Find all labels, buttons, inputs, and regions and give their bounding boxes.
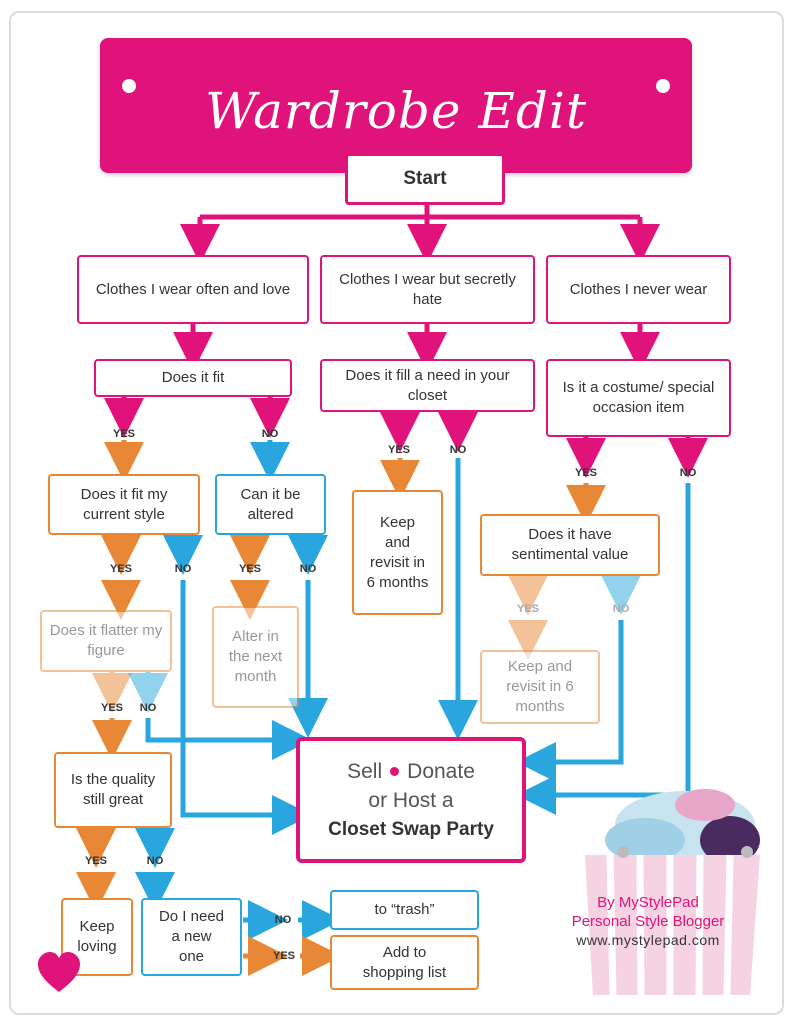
heart-icon [38,952,80,992]
swap-party-text: Closet Swap Party [328,818,494,840]
question-quality: Is the quality still great [54,752,172,828]
label-sentimental-no: NO [612,603,630,615]
question-costume: Is it a costume/ special occasion item [546,359,731,437]
question-altered: Can it be altered [215,474,326,535]
title-banner: Wardrobe Edit [100,38,692,173]
credit-by: By MyStylePad [597,894,699,911]
label-costume-no: NO [679,467,697,479]
label-new-yes: YES [272,950,295,962]
question-need: Does it fill a need in your closet [320,359,535,412]
host-text: or Host a [368,788,454,812]
gift-box-illustration [585,789,760,996]
question-sentimental: Does it have sentimental value [480,514,660,576]
label-altered-no: NO [299,563,317,575]
banner-hole-left [122,79,136,93]
result-shopping-list: Add to shopping list [330,935,479,990]
credit-url: www.mystylepad.com [576,932,720,948]
label-new-no: NO [274,914,292,926]
result-trash: to “trash” [330,890,479,930]
label-fit-no: NO [261,428,279,440]
label-style-yes: YES [109,563,132,575]
label-sentimental-yes: YES [516,603,539,615]
result-keep-revisit-2: Keep and revisit in 6 months [480,650,600,724]
question-fit: Does it fit [94,359,292,397]
question-new-one: Do I need a new one [141,898,242,976]
final-outcome-box: Sell Donate or Host a Closet Swap Party [296,737,526,863]
question-style: Does it fit my current style [48,474,200,535]
label-flatter-no: NO [139,702,157,714]
label-altered-yes: YES [238,563,261,575]
label-quality-no: NO [146,855,164,867]
label-style-no: NO [174,563,192,575]
result-alter-month: Alter in the next month [212,606,299,708]
label-costume-yes: YES [574,467,597,479]
label-fit-yes: YES [112,428,135,440]
credit-block: By MyStylePad Personal Style Blogger www… [553,893,743,950]
final-line-1: Sell Donate [347,757,475,786]
bullet-dot [390,767,400,777]
page-title: Wardrobe Edit [205,82,587,140]
start-box: Start [345,153,505,205]
category-never: Clothes I never wear [546,255,731,324]
result-keep-revisit: Keep and revisit in 6 months [352,490,443,615]
label-quality-yes: YES [84,855,107,867]
label-need-yes: YES [387,444,410,456]
sell-text: Sell [347,759,383,783]
label-flatter-yes: YES [100,702,123,714]
donate-text: Donate [407,759,475,783]
category-often: Clothes I wear often and love [77,255,309,324]
banner-hole-right [656,79,670,93]
category-hate: Clothes I wear but secretly hate [320,255,535,324]
label-need-no: NO [449,444,467,456]
question-flatter: Does it flatter my figure [40,610,172,672]
credit-role: Personal Style Blogger [571,913,725,930]
